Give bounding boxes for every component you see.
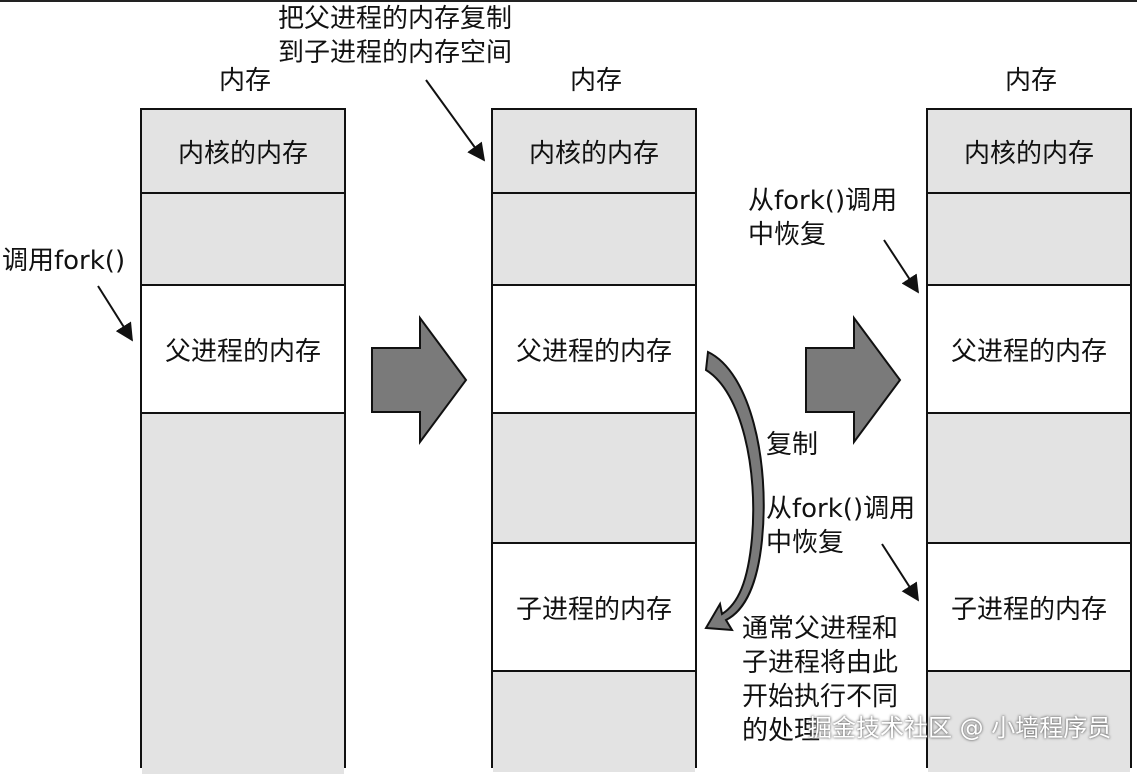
copy-note: 复制 [766, 430, 819, 460]
column2-title: 内存 [569, 66, 622, 96]
kernel-memory-segment: 内核的内存 [142, 110, 344, 194]
child-memory-label: 子进程的内存 [950, 594, 1107, 625]
different-line4: 的处理 [742, 716, 821, 746]
column3-title: 内存 [1004, 66, 1057, 96]
call-fork-note: 调用fork() [2, 246, 126, 276]
resume-line1: 从fork()调用 [748, 186, 898, 216]
empty-segment [493, 672, 695, 772]
kernel-memory-segment: 内核的内存 [493, 110, 695, 194]
empty-segment [928, 672, 1130, 772]
copy-parent-line2: 到子进程的内存空间 [278, 38, 513, 68]
parent-memory-segment: 父进程的内存 [493, 286, 695, 414]
watermark-text: 掘金技术社区 @ 小墙程序员 [808, 714, 1112, 742]
child-memory-segment: 子进程的内存 [493, 544, 695, 672]
parent-memory-label: 父进程的内存 [164, 336, 321, 367]
parent-memory-segment: 父进程的内存 [928, 286, 1130, 414]
resume-line1: 从fork()调用 [766, 494, 916, 524]
empty-segment [142, 414, 344, 774]
pointer-arrow-resume-upper [883, 239, 919, 294]
parent-memory-segment: 父进程的内存 [142, 286, 344, 414]
kernel-memory-label: 内核的内存 [963, 138, 1094, 169]
memory-column-3: 内核的内存 父进程的内存 子进程的内存 [926, 108, 1132, 772]
column1-title: 内存 [218, 66, 271, 96]
block-arrow-right-2 [805, 314, 902, 446]
parent-memory-label: 父进程的内存 [515, 336, 672, 367]
empty-segment [493, 194, 695, 286]
resume-note-lower: 从fork()调用 中恢复 [766, 492, 915, 560]
copy-parent-line1: 把父进程的内存复制 [278, 4, 513, 34]
resume-line2: 中恢复 [766, 528, 845, 558]
different-processing-note: 通常父进程和 子进程将由此 开始执行不同 的处理 [742, 612, 898, 748]
pointer-arrow-call-fork [97, 285, 133, 342]
kernel-memory-segment: 内核的内存 [928, 110, 1130, 194]
empty-segment [928, 194, 1130, 286]
empty-segment [928, 414, 1130, 544]
parent-memory-label: 父进程的内存 [950, 336, 1107, 367]
kernel-memory-label: 内核的内存 [528, 138, 659, 169]
pointer-arrow-resume-lower [881, 543, 919, 602]
pointer-arrow-copy-parent [425, 79, 486, 162]
memory-column-2: 内核的内存 父进程的内存 子进程的内存 [491, 108, 697, 772]
empty-segment [493, 414, 695, 544]
child-memory-segment: 子进程的内存 [928, 544, 1130, 672]
different-line3: 开始执行不同 [742, 682, 899, 712]
child-memory-label: 子进程的内存 [515, 594, 672, 625]
kernel-memory-label: 内核的内存 [177, 138, 308, 169]
top-border-line [0, 0, 1137, 2]
curved-copy-arrow [704, 350, 765, 632]
block-arrow-right-1 [371, 314, 468, 446]
different-line1: 通常父进程和 [742, 614, 899, 644]
resume-line2: 中恢复 [748, 220, 827, 250]
memory-column-1: 内核的内存 父进程的内存 [140, 108, 346, 774]
different-line2: 子进程将由此 [742, 648, 899, 678]
copy-parent-note: 把父进程的内存复制 到子进程的内存空间 [278, 2, 512, 70]
resume-note-upper: 从fork()调用 中恢复 [748, 184, 897, 252]
empty-segment [142, 194, 344, 286]
